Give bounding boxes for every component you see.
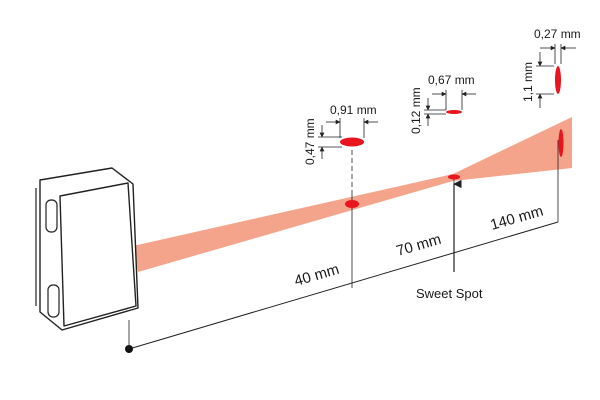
detail-ellipse-40mm xyxy=(340,137,364,147)
distance-label-140mm: 140 mm xyxy=(488,203,545,234)
sensor-mount-slot-top xyxy=(45,199,58,233)
detail-ellipse-140mm xyxy=(555,66,561,94)
distance-label-70mm: 70 mm xyxy=(394,231,443,260)
detail-spot-140mm: 0,27 mm 1,1 mm xyxy=(521,27,581,108)
detail-spot-40mm: 0,91 mm 0,47 mm xyxy=(303,103,378,192)
distance-label-40mm: 40 mm xyxy=(292,261,341,290)
detail-spot-70mm: 0,67 mm 0,12 mm xyxy=(409,73,476,134)
height-label-40mm: 0,47 mm xyxy=(303,118,317,165)
sweet-spot-label: Sweet Spot xyxy=(416,286,483,301)
beam-shape xyxy=(133,117,572,272)
baseline xyxy=(128,221,559,350)
sensor-housing xyxy=(35,167,139,331)
beam-spot-40mm xyxy=(345,200,359,208)
beam-spots xyxy=(345,129,564,208)
height-label-140mm: 1,1 mm xyxy=(521,62,535,102)
sensor-mount-slot-bottom xyxy=(47,284,60,318)
width-label-40mm: 0,91 mm xyxy=(330,103,377,117)
detail-ellipse-70mm xyxy=(446,110,462,114)
height-label-70mm: 0,12 mm xyxy=(409,87,423,134)
width-label-70mm: 0,67 mm xyxy=(428,73,475,87)
width-label-140mm: 0,27 mm xyxy=(534,27,581,41)
beam-spot-140mm xyxy=(558,129,564,157)
laser-beam xyxy=(133,117,572,272)
beam-spot-70mm xyxy=(448,174,460,180)
sweet-spot-pointer: Sweet Spot xyxy=(416,179,483,301)
sensor-body-front xyxy=(59,182,137,327)
